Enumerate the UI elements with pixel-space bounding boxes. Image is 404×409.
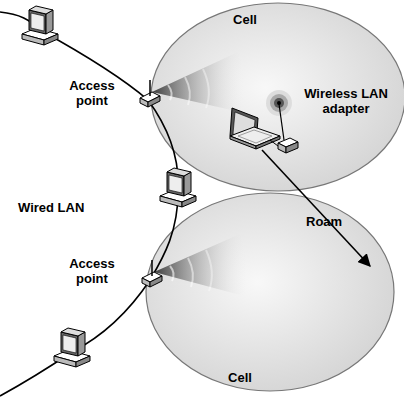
roam-label: Roam	[306, 214, 356, 229]
cell-outline	[145, 192, 397, 394]
desktop-computer	[54, 328, 90, 367]
desktop-computer	[22, 6, 58, 45]
wireless-cell: Cell	[145, 192, 395, 392]
cell-title: Cell	[233, 12, 257, 27]
device-label: Access point	[60, 256, 124, 286]
device-label: Access point	[60, 78, 124, 108]
network-label: Wired LAN	[18, 200, 108, 215]
wired-lan-cable	[0, 12, 178, 396]
desktop-computer	[160, 168, 196, 207]
cell-title: Cell	[228, 370, 252, 385]
device-label: Wireless LAN adapter	[298, 86, 394, 116]
